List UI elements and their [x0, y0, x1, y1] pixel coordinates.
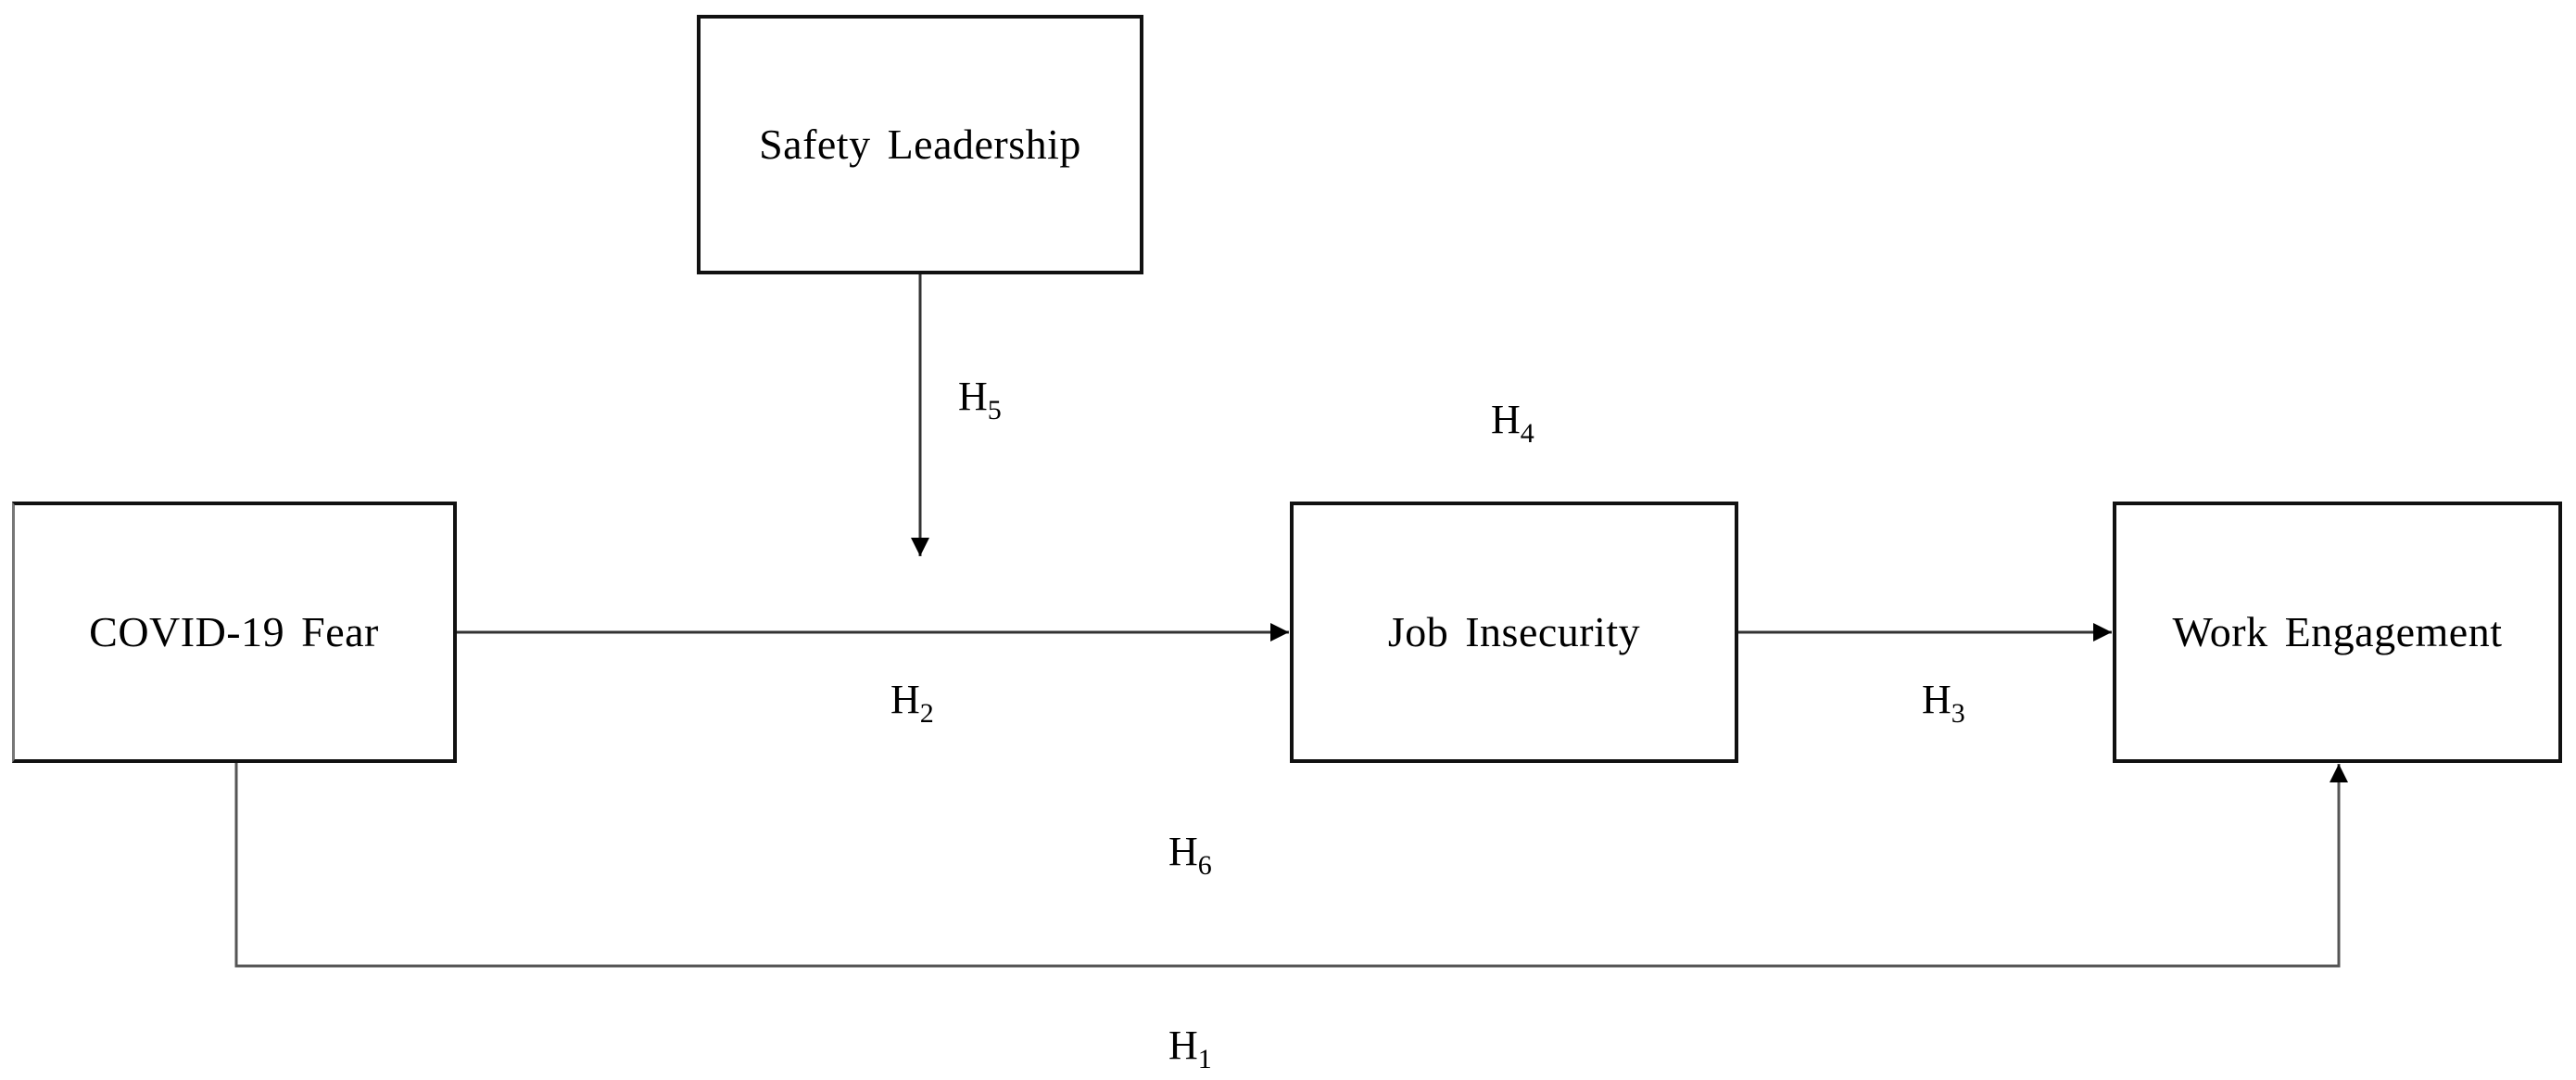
node-label: Job Insecurity	[1387, 608, 1641, 655]
hypothesis-label-h2: H2	[890, 677, 934, 729]
node-safety-leadership: Safety Leadership	[697, 15, 1143, 274]
hypothesis-label-h3: H3	[1922, 677, 1965, 729]
node-job-insecurity: Job Insecurity	[1290, 502, 1738, 763]
hypothesis-label-h6: H6	[1168, 829, 1212, 881]
hypothesis-label-h1: H1	[1168, 1023, 1212, 1074]
node-work-engagement: Work Engagement	[2113, 502, 2562, 763]
node-label: Work Engagement	[2172, 608, 2503, 655]
hypothesis-label-h4: H4	[1491, 397, 1534, 449]
node-covid-fear: COVID-19 Fear	[12, 502, 457, 763]
direct-effect-arrow	[234, 762, 2348, 968]
hypothesis-label-h5: H5	[958, 374, 1002, 426]
node-label: COVID-19 Fear	[89, 608, 379, 655]
node-label: Safety Leadership	[759, 121, 1081, 168]
